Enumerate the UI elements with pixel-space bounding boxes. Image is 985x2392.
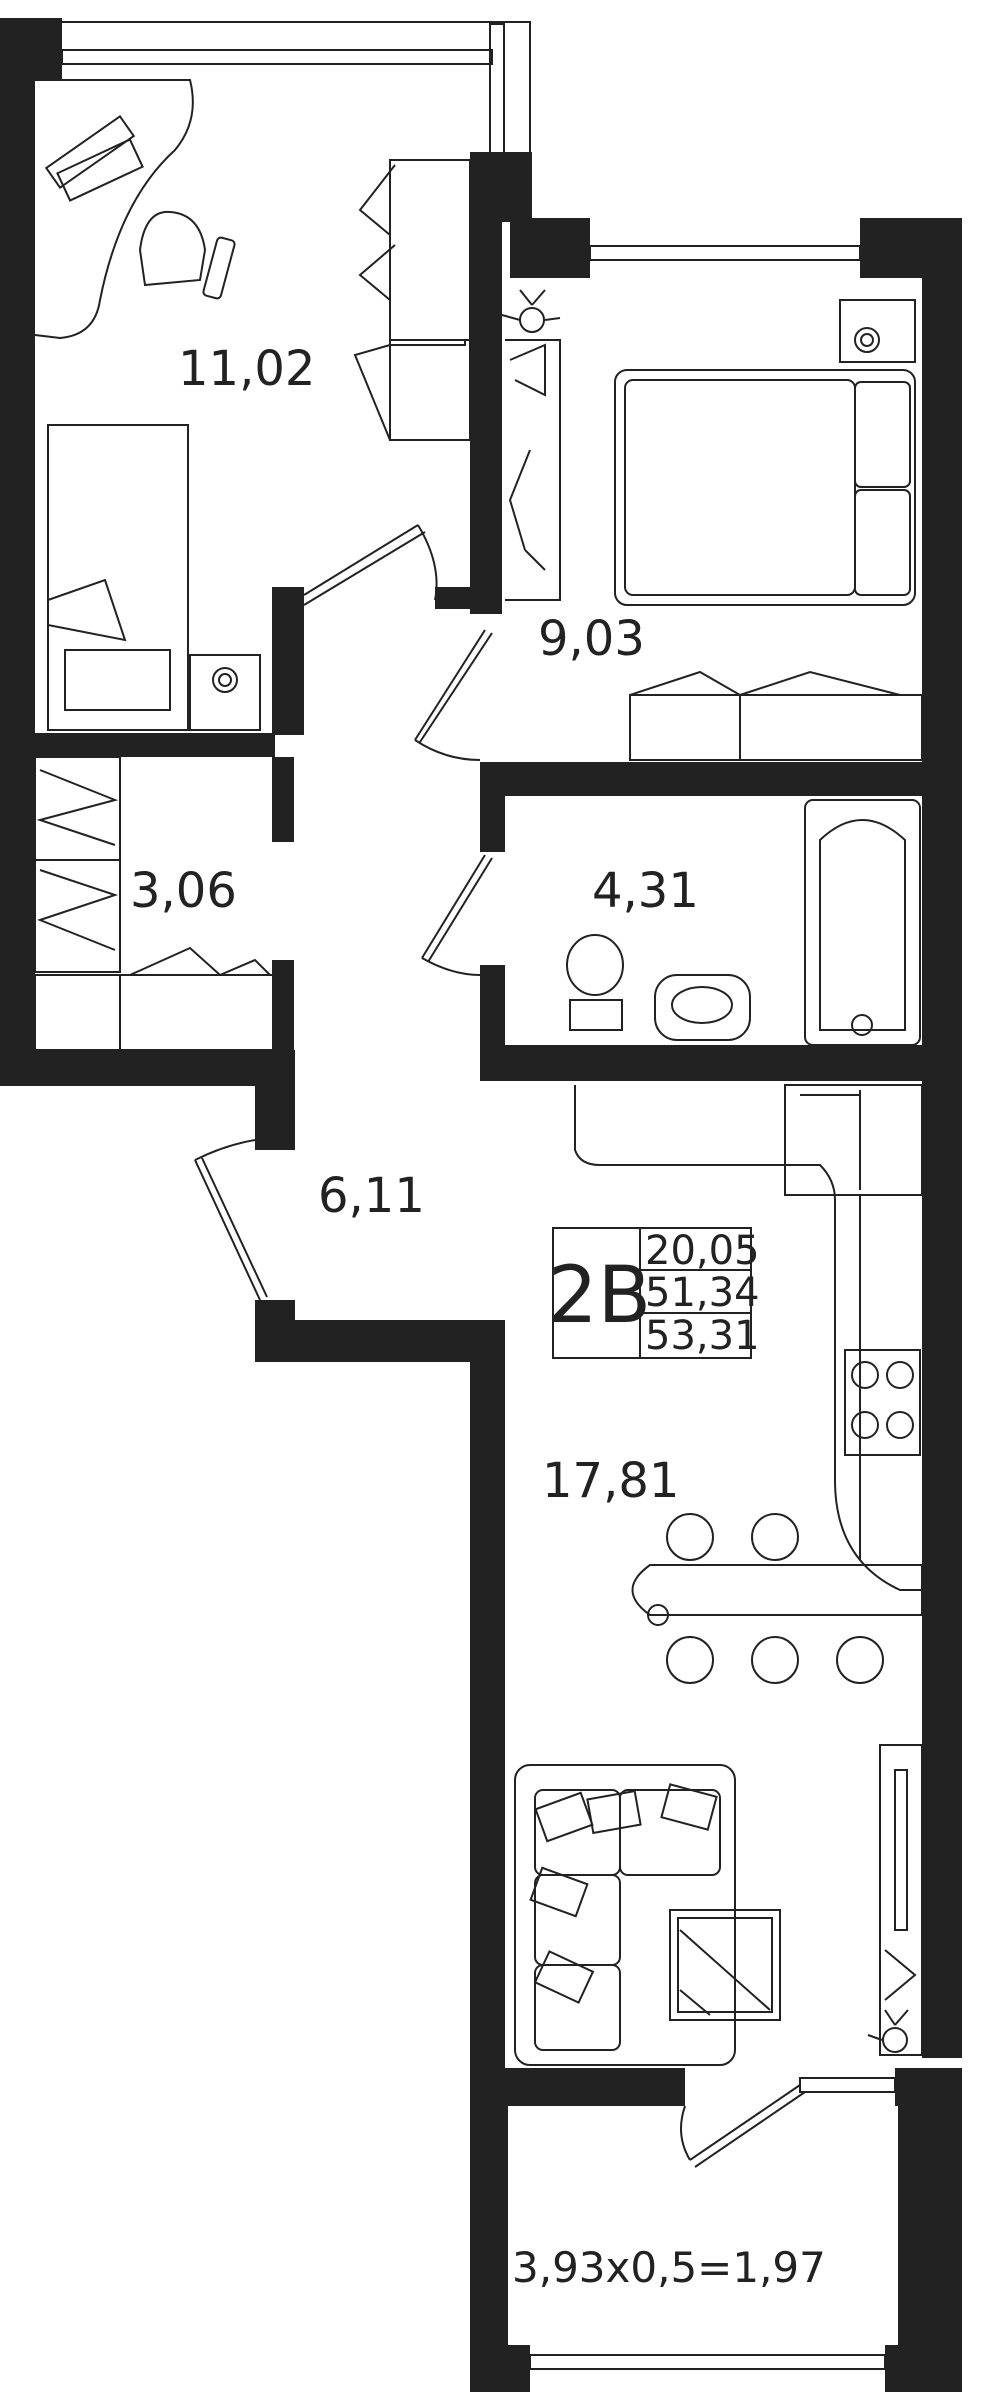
room-area-bedroom-1: 11,02	[178, 341, 315, 397]
coffee-table	[669, 1909, 781, 2021]
stove-icon	[844, 1349, 921, 1456]
plant-icon	[501, 289, 561, 333]
door-bedroom-2	[414, 629, 493, 761]
toilet	[566, 934, 624, 1031]
walls	[0, 18, 962, 2392]
windows	[60, 21, 896, 2370]
room-area-hallway: 6,11	[318, 1168, 425, 1224]
kitchen-counter	[574, 1084, 923, 1591]
window-bedroom-1	[60, 21, 531, 155]
dining-table	[631, 1564, 923, 1626]
dresser-bedroom-2	[629, 670, 923, 761]
shelving-storage	[34, 756, 276, 1051]
plant-living-icon	[867, 2009, 909, 2053]
monitor-icon	[44, 114, 144, 202]
room-area-bathroom: 4,31	[592, 863, 699, 919]
living-area-value: 20,05	[645, 1228, 760, 1274]
room-labels: 11,02 9,03 3,06 4,31 6,11 17,81 3,93x0,5…	[130, 341, 826, 2292]
total-area-with-balcony-value: 53,31	[645, 1313, 760, 1359]
window-living-room	[799, 2077, 896, 2093]
dining-chairs	[666, 1513, 884, 1684]
chair-icon	[138, 210, 236, 300]
door-balcony	[680, 2084, 806, 2168]
window-balcony	[529, 2354, 886, 2370]
door-entrance	[194, 1139, 268, 1301]
furniture	[34, 79, 923, 2066]
sofa	[514, 1764, 736, 2066]
wardrobe-bedroom-1	[353, 159, 471, 441]
room-area-bedroom-2: 9,03	[538, 611, 645, 667]
wardrobe-bedroom-2	[505, 339, 561, 601]
nightstand-bedroom-1	[189, 654, 261, 731]
bathtub	[804, 799, 921, 1046]
room-area-storage: 3,06	[130, 863, 237, 919]
total-area-value: 51,34	[645, 1270, 760, 1316]
nightstand-bedroom-2	[839, 299, 916, 363]
desk	[34, 79, 194, 340]
apartment-type: 2B	[548, 1251, 651, 1341]
door-bathroom	[421, 854, 493, 976]
room-area-living-kitchen: 17,81	[542, 1453, 679, 1509]
bed-bedroom-1	[47, 424, 189, 731]
bed-bedroom-2	[614, 369, 916, 606]
room-area-balcony: 3,93x0,5=1,97	[512, 2243, 826, 2292]
apartment-legend: 2B 20,05 51,34 53,31	[548, 1227, 760, 1359]
window-bedroom-2	[589, 245, 861, 261]
door-bedroom-1	[303, 524, 438, 606]
tv-unit	[879, 1744, 923, 2056]
doors	[194, 524, 806, 2168]
sink	[654, 974, 751, 1041]
